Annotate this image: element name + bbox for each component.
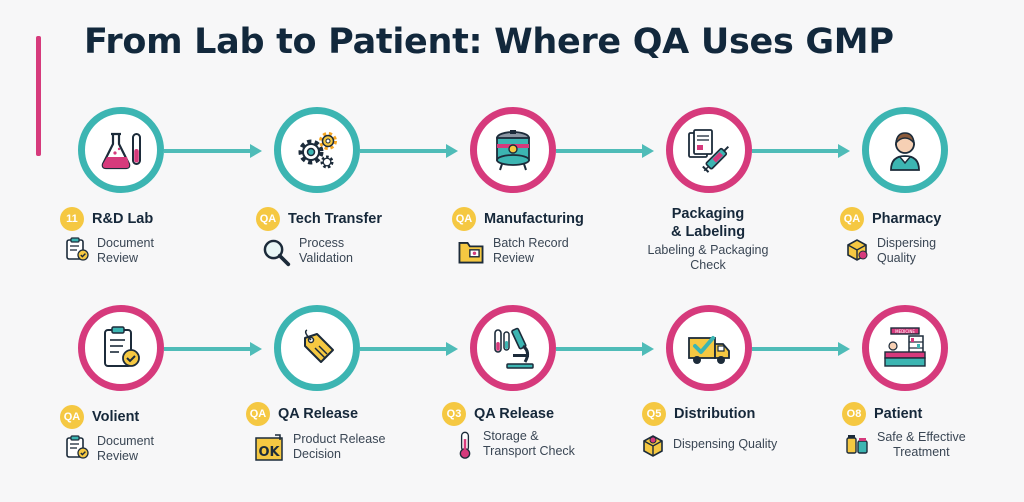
clipboard-check-icon: [104, 326, 140, 367]
step-circle-distribution: [666, 305, 752, 391]
step-header: Q3 QA Release: [442, 402, 554, 426]
step-badge: QA: [452, 207, 476, 231]
step-badge: QA: [840, 207, 864, 231]
tag-icon: [304, 329, 334, 363]
flask-icon: [101, 132, 141, 170]
step-circle-qa-release-storage: [470, 305, 556, 391]
microscope-icon: [494, 327, 534, 369]
step-detail: Dispensing Quality: [640, 432, 777, 458]
page-title: From Lab to Patient: Where QA Uses GMP: [84, 22, 894, 62]
accent-bar: [36, 36, 41, 156]
step-header: QA Tech Transfer: [256, 207, 382, 231]
folder-icon: [458, 242, 484, 264]
flow-arrow: [360, 144, 458, 158]
flow-arrow: [752, 342, 850, 356]
flow-arrow: [360, 342, 458, 356]
syringe-document-icon: [688, 129, 730, 173]
step-detail-text: Dispensing Quality: [673, 437, 778, 451]
step-header: QA Volient: [60, 405, 139, 429]
step-title: Patient: [874, 406, 923, 422]
step-detail-text: Document Review: [97, 236, 154, 265]
flow-arrow: [164, 144, 262, 158]
step-detail-text: Batch Record Review: [493, 236, 569, 265]
step-title: Tech Transfer: [288, 211, 383, 227]
flow-arrow: [556, 342, 654, 356]
step-header: QA Manufacturing: [452, 207, 584, 231]
step-title: Manufacturing: [484, 211, 584, 227]
clipboard-check-icon: [66, 237, 89, 261]
gears-icon: [298, 132, 337, 169]
magnifier-icon: [263, 239, 291, 267]
pharmacist-icon: [890, 132, 920, 171]
ok-icon: OK: [255, 434, 283, 461]
step-title: QA Release: [278, 406, 359, 422]
step-detail-text: Safe & Effective Treatment: [877, 430, 966, 459]
step-badge: 11: [60, 207, 84, 231]
flow-arrow: [556, 144, 654, 158]
flow-arrow: [164, 342, 262, 356]
step-header: Q5 Distribution: [642, 402, 755, 426]
step-detail-text: Dispersing Quality: [877, 236, 937, 265]
step-circle-pharmacy: [862, 107, 948, 193]
box-icon: [643, 435, 663, 457]
step-detail: Process Validation: [260, 236, 353, 268]
step-detail-text: Storage & Transport Check: [483, 429, 575, 458]
step-badge: Q5: [642, 402, 666, 426]
thermometer-icon: [459, 431, 471, 459]
step-detail: Document Review: [64, 236, 154, 266]
step-circle-packaging: [666, 107, 752, 193]
step-circle-manufacturing: [470, 107, 556, 193]
step-title: Distribution: [674, 406, 756, 422]
step-circle-patient: MEDICINE: [862, 305, 948, 391]
step-badge: QA: [246, 402, 270, 426]
tank-icon: [496, 130, 530, 171]
step-badge: Q3: [442, 402, 466, 426]
clipboard-check-icon: [66, 435, 89, 459]
truck-icon: [688, 336, 730, 364]
step-detail-text: Labeling & Packaging Check: [647, 243, 769, 272]
step-header: 11 R&D Lab: [60, 207, 153, 231]
step-header: QA Pharmacy: [840, 207, 941, 231]
step-badge: O8: [842, 402, 866, 426]
step-circle-rnd-lab: [78, 107, 164, 193]
step-title: Volient: [92, 409, 140, 425]
box-icon: [847, 239, 868, 261]
step-detail-text: Document Review: [97, 434, 154, 463]
step-header: O8 Patient: [842, 402, 922, 426]
step-detail: OK Product Release Decision: [254, 432, 385, 462]
counter-sign: MEDICINE: [895, 329, 915, 334]
step-header: QA QA Release: [246, 402, 358, 426]
step-detail: Document Review: [64, 434, 154, 464]
step-circle-volient: [78, 305, 164, 391]
medicine-bottles-icon: [846, 435, 868, 454]
step-title: Packaging & Labeling: [670, 206, 746, 240]
pharmacy-counter-icon: MEDICINE: [884, 327, 926, 367]
step-detail-text: Product Release Decision: [293, 432, 386, 461]
step-detail: Storage & Transport Check: [454, 429, 575, 461]
step-badge: QA: [256, 207, 280, 231]
step-detail-text: Process Validation: [299, 236, 353, 265]
step-badge: QA: [60, 405, 84, 429]
step-detail: Batch Record Review: [456, 236, 569, 266]
step-title: QA Release: [474, 406, 555, 422]
step-detail: Safe & Effective Treatment: [844, 430, 966, 460]
step-title: Pharmacy: [872, 211, 942, 227]
step-circle-tech-transfer: [274, 107, 360, 193]
step-title: R&D Lab: [92, 211, 154, 227]
ok-label: OK: [258, 445, 280, 460]
flow-arrow: [752, 144, 850, 158]
step-circle-qa-release: [274, 305, 360, 391]
step-detail: Dispersing Quality: [844, 236, 936, 266]
